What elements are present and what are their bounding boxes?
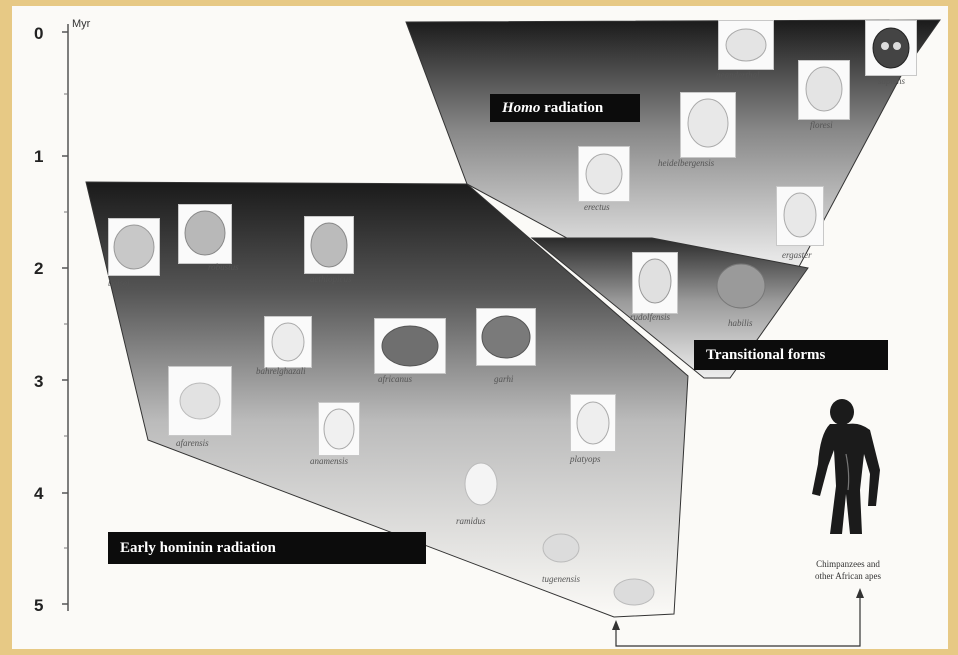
axis-tick-0: 0 <box>34 24 44 43</box>
label-bahrelghazali: bahrelghazali <box>256 366 306 376</box>
label-ramidus: ramidus <box>456 516 486 526</box>
skull-robustus <box>178 204 232 264</box>
skull-ergaster <box>776 186 824 246</box>
skull-garhi <box>476 308 536 366</box>
ape-caption: Chimpanzees and other African apes <box>788 558 908 582</box>
skull-tugenensis <box>608 570 660 614</box>
label-sapiens: sapiens <box>878 76 905 86</box>
axis-tick-3: 3 <box>34 372 44 391</box>
label-aethiopicus: aethiopicus <box>310 274 352 284</box>
ape-caption-line2: other African apes <box>815 571 881 581</box>
ape-caption-line1: Chimpanzees and <box>816 559 880 569</box>
figure-paper: Myr 0 1 2 3 4 5 <box>12 6 948 649</box>
skull-habilis <box>712 258 770 316</box>
axis-tick-4: 4 <box>34 484 44 503</box>
label-heidelbergensis: heidelbergensis <box>658 158 715 168</box>
label-tugenensis: tugenensis <box>542 574 580 584</box>
skull-ramidus <box>458 456 504 512</box>
label-neanderthalensis: neanderthal <box>716 70 760 80</box>
label-habilis: habilis <box>728 318 753 328</box>
label-anamensis: anamensis <box>310 456 348 466</box>
ape-connector <box>615 592 861 647</box>
skull-heidelbergensis <box>680 92 736 158</box>
skull-boisei <box>108 218 160 276</box>
skull-rudolfensis <box>632 252 678 314</box>
skull-platyops <box>570 394 616 452</box>
axis-tick-1: 1 <box>34 147 44 166</box>
transitional-forms-label: Transitional forms <box>694 340 888 370</box>
label-africanus: africanus <box>378 374 413 384</box>
axis-unit-label: Myr <box>72 18 91 30</box>
early-hominin-label: Early hominin radiation <box>108 532 426 564</box>
axis-tick-5: 5 <box>34 596 44 615</box>
skull-erectus <box>578 146 630 202</box>
homo-radiation-label: Homo radiation <box>490 94 640 122</box>
label-ergaster: ergaster <box>782 250 812 260</box>
skull-ramidus-b <box>538 526 584 570</box>
label-platyops: platyops <box>570 454 601 464</box>
homo-label-rest: radiation <box>540 99 604 116</box>
skull-sapiens <box>865 20 917 76</box>
skull-bahrelghazali <box>264 316 312 368</box>
label-rudolfensis: rudolfensis <box>630 312 671 322</box>
label-boisei: boisei <box>108 278 130 288</box>
skull-africanus <box>374 318 446 374</box>
skull-neanderthalensis <box>718 20 774 70</box>
label-erectus: erectus <box>584 202 610 212</box>
skull-anamensis <box>318 402 360 456</box>
label-robustus: robustus <box>208 262 239 272</box>
label-garhi: garhi <box>494 374 514 384</box>
label-afarensis: afarensis <box>176 438 209 448</box>
time-axis <box>62 24 69 611</box>
axis-tick-2: 2 <box>34 259 44 278</box>
homo-label-italic: Homo <box>502 99 541 116</box>
skull-aethiopicus <box>304 216 354 274</box>
label-floresiensis: floresi <box>810 120 833 130</box>
skull-afarensis <box>168 366 232 436</box>
skull-floresiensis <box>798 60 850 120</box>
chimpanzee-icon <box>812 399 880 534</box>
